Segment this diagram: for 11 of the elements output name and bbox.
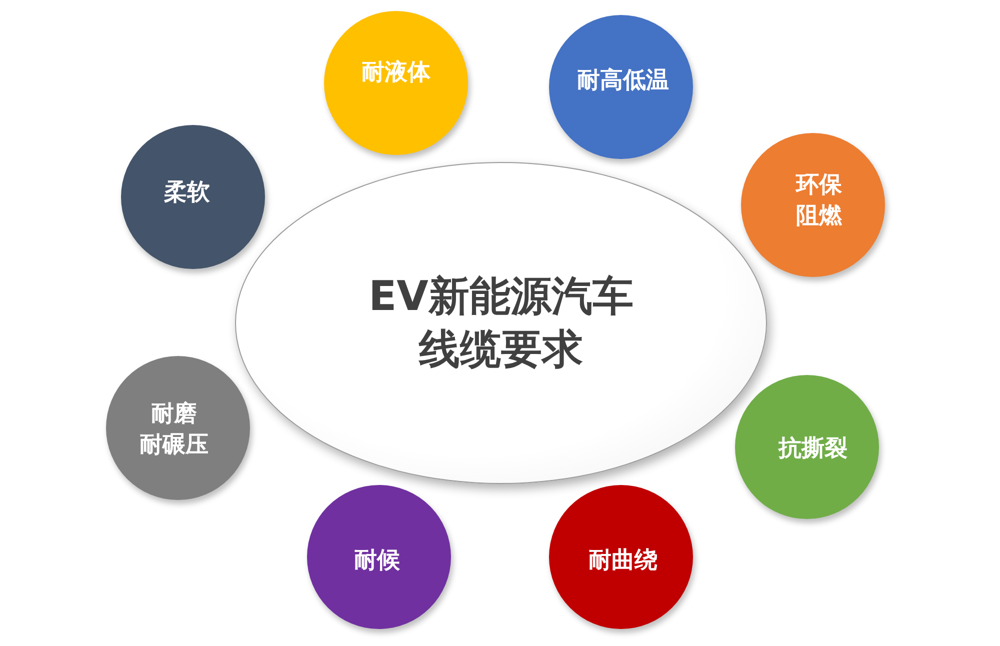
petal-label: 耐磨 <box>151 400 197 429</box>
petal-label: 环保 <box>796 170 842 200</box>
petal-label: 抗撕裂 <box>778 434 848 464</box>
petal-label: 柔软 <box>164 178 210 208</box>
petal-label: 耐高低温 <box>577 66 669 96</box>
center-title: EV新能源汽车线缆要求 <box>368 270 634 375</box>
petal-label: 耐曲绕 <box>588 546 658 576</box>
petal-label: 阻燃 <box>796 202 842 231</box>
petal-label: 耐候 <box>354 546 400 576</box>
petal-label: 耐碾压 <box>140 431 208 460</box>
petal-label: 耐液体 <box>362 58 430 88</box>
